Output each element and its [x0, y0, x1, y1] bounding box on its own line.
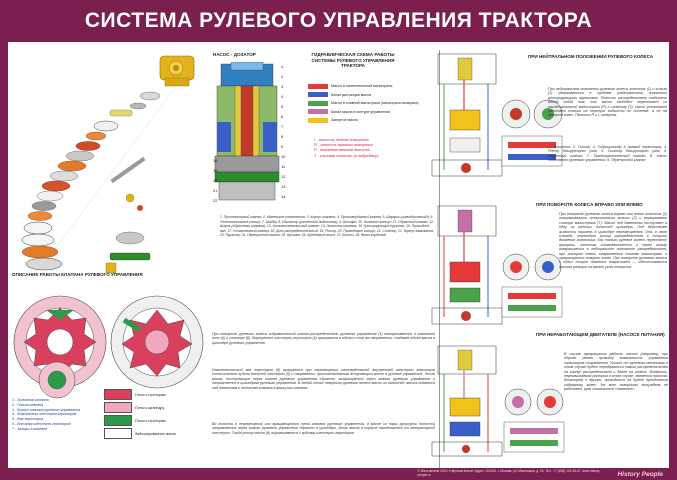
parts-description: 1. Протекторный клапан; 2. Маленькие упл…	[220, 215, 435, 237]
turn-text: При повороте рулевого колеса вправо или …	[559, 212, 667, 269]
valve-text-3: Во полости в перемещения или вращающегос…	[212, 422, 435, 435]
flow-legend-label: Поток к героторам	[135, 418, 166, 423]
valve-legend-item: 5 - Вал героторов	[12, 417, 44, 422]
svg-text:18: 18	[213, 158, 218, 163]
steering-unit-engine-off	[503, 388, 565, 453]
legend-item: Запертое масло	[308, 116, 428, 125]
valve-text-2: Нагнетательный вал героторов (6) вращает…	[212, 368, 435, 390]
svg-text:10: 10	[281, 154, 286, 159]
footer: © Изготовлено ООО «Научная Книга» Адрес:…	[8, 468, 669, 480]
neutral-text: При нейтральном положении рулевого колес…	[548, 87, 667, 118]
svg-text:20: 20	[213, 178, 218, 183]
neutral-parts: 1. Золотник; 2. Гильза; 3. Гидроцилиндр …	[548, 145, 667, 163]
svg-text:9: 9	[281, 144, 284, 149]
parts-stack	[21, 91, 161, 274]
flow-legend-item: Поток к героторам	[104, 388, 204, 401]
legend-label: Запертое масло	[331, 118, 359, 123]
svg-text:8: 8	[281, 134, 284, 139]
legend-label: Канал дистанции масла	[331, 92, 372, 97]
divider-right	[439, 50, 440, 468]
port-label: P - нагнетательная полость	[314, 147, 371, 153]
svg-text:7: 7	[281, 124, 284, 129]
legend-swatch	[308, 100, 328, 106]
engine-off-text: В случае прекращения работы насоса (напр…	[564, 352, 668, 392]
valve-legend-item: 1 - Золотник клапана	[12, 398, 49, 402]
legend-label: Масло в нагнетательной магистрали	[331, 84, 393, 89]
flow-swatch	[104, 389, 132, 400]
valve-legend-item: 2 - Гильза клапана	[12, 402, 44, 407]
svg-text:6: 6	[281, 114, 284, 119]
pump-head-icon	[159, 55, 195, 87]
valve-rotor-right	[110, 295, 204, 389]
valve-legend-item: 6 - Внешняя шестерня героторов	[12, 421, 71, 426]
svg-text:14: 14	[281, 194, 286, 199]
svg-text:21: 21	[213, 188, 218, 193]
legend-item: Канал масла в контуре управления	[308, 108, 428, 117]
svg-text:3: 3	[281, 84, 284, 89]
svg-text:1: 1	[281, 64, 284, 69]
port-label: T - сливная полость (к гидробаку)	[314, 152, 379, 158]
schematic-neutral	[431, 53, 503, 177]
turn-title: ПРИ ПОВОРОТЕ КОЛЕСА ВПРАВО ИЛИ ВЛЕВО	[536, 202, 643, 207]
flow-legend-item: Поток к цилиндру	[104, 401, 204, 414]
valve-title: ОПИСАНИЕ РАБОТЫ КЛАПАНА РУЛЕВОГО УПРАВЛЕ…	[12, 272, 143, 277]
flow-legend-label: Заблокированное масло	[135, 431, 177, 436]
neutral-title: ПРИ НЕЙТРАЛЬНОМ ПОЛОЖЕНИИ РУЛЕВОГО КОЛЕС…	[528, 54, 654, 59]
legend-item: Канал дистанции масла	[308, 91, 428, 100]
valve-text-1: При повороте рулевого колеса гидравличес…	[212, 332, 435, 345]
svg-text:4: 4	[281, 94, 284, 99]
legend-swatch	[308, 109, 328, 115]
exploded-parts-diagram	[21, 55, 195, 274]
flow-swatch	[104, 415, 132, 426]
valve-legend-item: 4 - Внутренняя шестерня героторов	[12, 412, 77, 417]
port-label: R - полость правого поворота	[314, 142, 373, 148]
valve-legend-item: 7 - Зазоры в клапане	[12, 426, 48, 431]
flow-swatch	[104, 402, 132, 413]
legend-item: Масло в сливной магистрали (магистрали в…	[308, 99, 428, 108]
flow-legend-label: Поток к героторам	[135, 392, 166, 397]
flow-legend-label: Поток к цилиндру	[135, 405, 165, 410]
legend-item: Масло в нагнетательной магистрали	[308, 82, 428, 91]
svg-text:22: 22	[213, 198, 218, 203]
footer-text: © Изготовлено ООО «Научная Книга» Адрес:…	[417, 469, 601, 477]
legend-label: Масло в сливной магистрали (магистрали в…	[331, 101, 419, 106]
svg-text:13: 13	[281, 184, 286, 189]
pump-title: НАСОС - ДОЗАТОР	[213, 52, 256, 57]
schematic-turn	[431, 205, 503, 325]
svg-text:12: 12	[281, 174, 286, 179]
svg-text:5: 5	[281, 104, 284, 109]
legend-swatch	[308, 83, 328, 89]
publisher-logo: History People	[617, 470, 663, 478]
port-label: I - полость левого поворота	[314, 137, 369, 142]
engine-off-title: ПРИ НЕРАБОТАЮЩЕМ ДВИГАТЕЛЕ (НАСОСЕ ПИТАН…	[536, 332, 665, 337]
flow-swatch	[104, 428, 132, 439]
title-bar: СИСТЕМА РУЛЕВОГО УПРАВЛЕНИЯ ТРАКТОРА	[0, 0, 677, 42]
steering-unit-turn	[501, 253, 563, 318]
valve-legend-item: 3 - Корпус клапана рулевого управления	[12, 407, 81, 412]
svg-text:2: 2	[281, 74, 284, 79]
legend-swatch	[308, 92, 328, 98]
poster-title: СИСТЕМА РУЛЕВОГО УПРАВЛЕНИЯ ТРАКТОРА	[84, 9, 593, 32]
flow-legend-item: Заблокированное масло	[104, 427, 204, 440]
svg-text:19: 19	[213, 168, 218, 173]
legend-swatch	[308, 117, 328, 123]
valve-rotor-diagram-2	[38, 361, 76, 399]
schematic-engine-off	[431, 345, 503, 457]
legend-label: Канал масла в контуре управления	[331, 109, 391, 114]
svg-text:11: 11	[281, 164, 286, 169]
flow-legend-item: Поток к героторам	[104, 414, 204, 427]
steering-unit-neutral	[501, 99, 563, 167]
hydraulic-title: ГИДРАВЛИЧЕСКАЯ СХЕМА РАБОТЫ СИСТЕМЫ РУЛЕ…	[311, 52, 395, 68]
